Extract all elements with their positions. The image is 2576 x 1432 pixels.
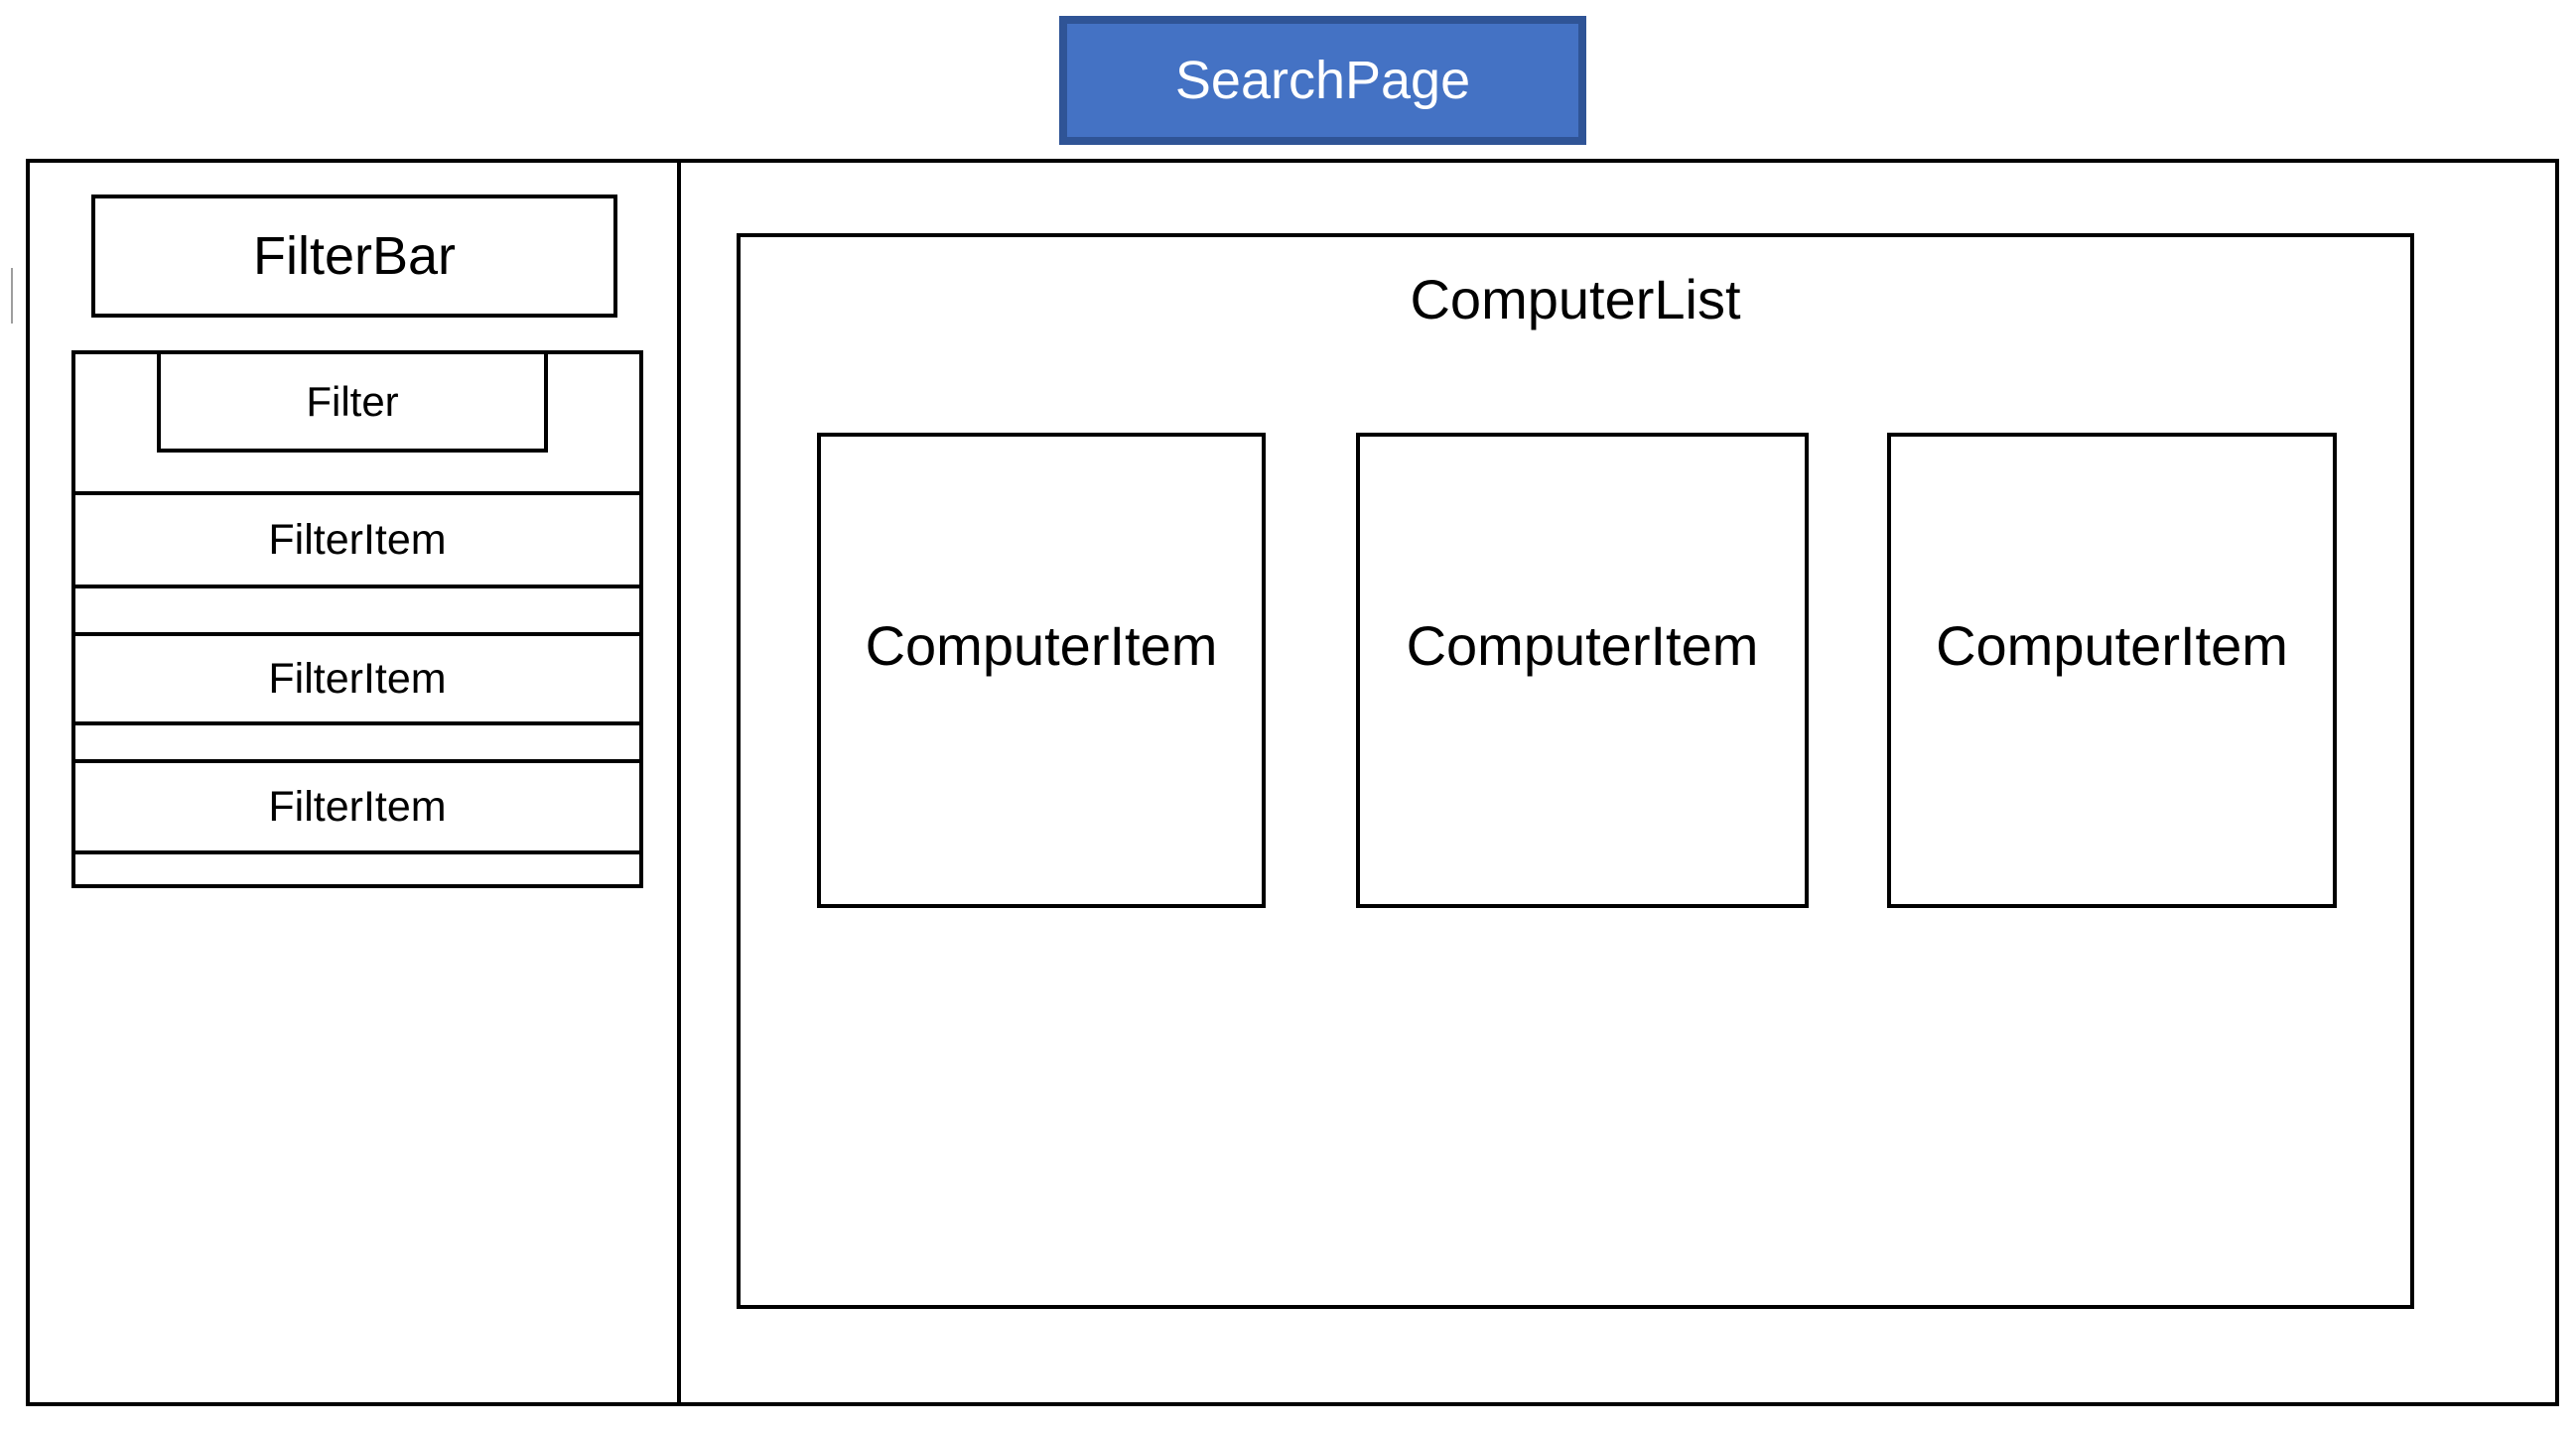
filter-row-spacer	[75, 585, 639, 632]
filter-row-spacer	[75, 721, 639, 759]
filter-item-label: FilterItem	[268, 515, 447, 564]
filterbar-label: FilterBar	[252, 226, 457, 286]
filter-item-label: FilterItem	[268, 782, 447, 831]
searchpage-node: SearchPage	[1059, 16, 1586, 145]
filter-label: Filter	[306, 377, 399, 425]
filter-row-container: Filter	[75, 350, 639, 491]
filter-row-spacer	[75, 850, 639, 884]
filter-item-row: FilterItem	[75, 491, 639, 585]
filter-sidebar-box: FilterBar Filter FilterItem FilterItem	[30, 163, 681, 1402]
filter-panel-box: Filter FilterItem FilterItem FilterItem	[71, 350, 643, 888]
filter-node: Filter	[157, 350, 548, 453]
computer-item-label: ComputerItem	[1936, 614, 2288, 677]
computer-item-label: ComputerItem	[1406, 614, 1759, 677]
computer-item-box: ComputerItem	[1356, 433, 1809, 908]
stray-gray-mark	[11, 268, 13, 324]
computer-item-box: ComputerItem	[817, 433, 1266, 908]
searchpage-node-label: SearchPage	[1174, 51, 1471, 110]
main-content-area: ComputerList ComputerItem ComputerItem C…	[681, 163, 2555, 1402]
filter-item-label: FilterItem	[268, 654, 447, 703]
computer-list-box: ComputerList ComputerItem ComputerItem C…	[737, 233, 2414, 1309]
computer-item-box: ComputerItem	[1887, 433, 2337, 908]
filter-item-row: FilterItem	[75, 632, 639, 721]
filterbar-node: FilterBar	[91, 195, 617, 318]
filter-item-row: FilterItem	[75, 759, 639, 850]
computer-list-label: ComputerList	[1410, 268, 1741, 330]
computer-item-label: ComputerItem	[865, 614, 1218, 677]
page-container-box: FilterBar Filter FilterItem FilterItem	[26, 159, 2559, 1406]
